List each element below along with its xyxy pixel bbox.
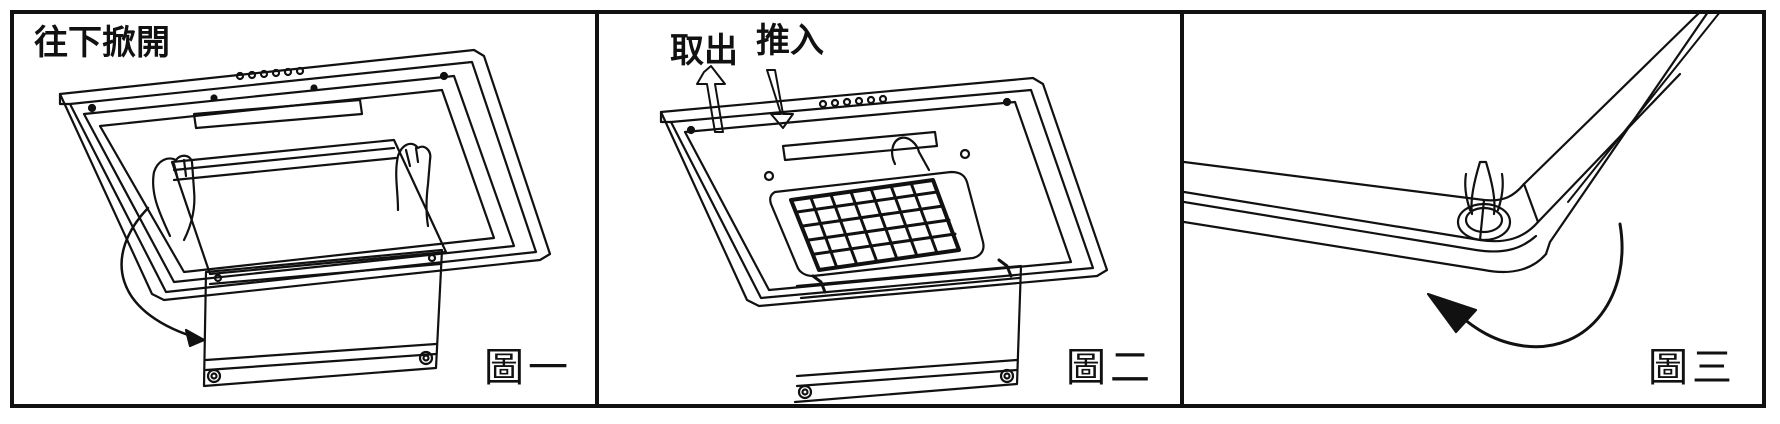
top-slot — [192, 98, 364, 130]
panel-3-illustration — [1184, 14, 1720, 349]
release-knob — [1456, 160, 1512, 242]
left-hand — [152, 154, 196, 242]
hood-outer-frame — [58, 48, 552, 302]
hood-edge-bottom — [1184, 220, 1548, 274]
hood-recess — [98, 88, 496, 274]
grease-filter — [789, 178, 961, 272]
hood-inner-rim — [669, 88, 1095, 300]
panel-2-illustration — [659, 65, 1109, 404]
panel-2-caption: 圖二 — [1066, 345, 1154, 391]
top-slot — [781, 130, 939, 162]
figure-frame — [10, 10, 1766, 408]
front-cover — [793, 264, 1023, 404]
control-buttons — [235, 66, 305, 81]
panel-2-label-push-in: 推入 — [756, 21, 824, 61]
grease-cover — [170, 138, 448, 276]
panel-1-caption: 圖一 — [484, 345, 572, 391]
hood-outer-frame — [659, 76, 1109, 308]
hood-panel — [683, 100, 1073, 292]
panel-1-label: 往下掀開 — [34, 23, 170, 63]
panel-divider-1 — [595, 10, 599, 408]
panel-2-label-take-out: 取出 — [670, 31, 738, 71]
panel-1-illustration — [58, 48, 552, 388]
push-in-arrow — [766, 69, 794, 129]
control-buttons — [818, 94, 888, 109]
hood-panel — [82, 74, 516, 284]
flip-down-arrow — [120, 206, 206, 342]
filter-opening — [769, 170, 985, 278]
hand — [891, 136, 931, 172]
rotate-arrow — [1456, 222, 1624, 349]
take-out-arrow — [696, 65, 726, 133]
panel-divider-2 — [1180, 10, 1184, 408]
front-cover — [202, 248, 444, 388]
right-hand — [395, 142, 432, 228]
hood-edge-mid — [1184, 72, 1682, 243]
panel-3-caption: 圖三 — [1648, 345, 1736, 391]
hood-inner-rim — [68, 60, 538, 294]
hood-edge-top — [1184, 14, 1700, 202]
